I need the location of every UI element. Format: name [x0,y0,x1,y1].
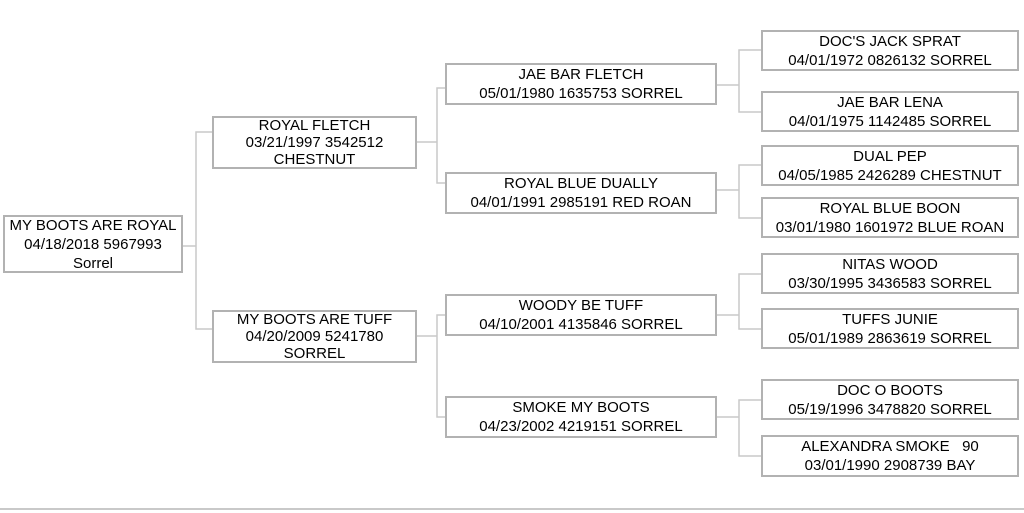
horse-name: WOODY BE TUFF [518,297,644,314]
horse-details: 03/01/1990 2908739 BAY [804,457,976,474]
horse-name: ALEXANDRA SMOKE 90 [801,438,979,455]
pedigree-node-royal-blue-dually: ROYAL BLUE DUALLY 04/01/1991 2985191 RED… [445,172,717,214]
horse-details: 05/19/1996 3478820 SORREL [788,400,992,418]
pedigree-node-smoke-my-boots: SMOKE MY BOOTS 04/23/2002 4219151 SORREL [445,396,717,438]
horse-color: CHESTNUT [273,151,356,169]
horse-name: ROYAL FLETCH [258,116,371,134]
pedigree-node-nitas-wood: NITAS WOOD 03/30/1995 3436583 SORREL [761,253,1019,294]
horse-details: 04/01/1991 2985191 RED ROAN [470,194,692,211]
horse-name: SMOKE MY BOOTS [512,399,650,416]
connector-royal-blue-dually-parents [717,164,761,219]
horse-details: 04/01/1975 1142485 SORREL [788,112,992,130]
pedigree-node-tuffs-junie: TUFFS JUNIE 05/01/1989 2863619 SORREL [761,308,1019,349]
pedigree-node-jae-bar-fletch: JAE BAR FLETCH 05/01/1980 1635753 SORREL [445,63,717,105]
horse-name: NITAS WOOD [842,255,938,273]
horse-details: 04/18/2018 5967993 [24,235,162,253]
horse-name: JAE BAR LENA [837,93,943,111]
pedigree-node-doc-o-boots: DOC O BOOTS 05/19/1996 3478820 SORREL [761,379,1019,420]
horse-name: MY BOOTS ARE ROYAL [9,216,177,234]
connector-dam-parents [417,314,445,418]
pedigree-node-docs-jack-sprat: DOC'S JACK SPRAT 04/01/1972 0826132 SORR… [761,30,1019,71]
horse-details: 03/01/1980 1601972 BLUE ROAN [775,218,1005,236]
pedigree-node-alexandra-smoke-90: ALEXANDRA SMOKE 90 03/01/1990 2908739 BA… [761,435,1019,477]
horse-color: SORREL [283,345,346,363]
pedigree-node-royal-blue-boon: ROYAL BLUE BOON 03/01/1980 1601972 BLUE … [761,197,1019,238]
pedigree-node-dual-pep: DUAL PEP 04/05/1985 2426289 CHESTNUT [761,145,1019,186]
horse-details: 04/01/1972 0826132 SORREL [788,51,992,69]
connector-subject-parents [183,131,212,330]
horse-name: TUFFS JUNIE [842,310,938,328]
bottom-divider-line [0,508,1024,510]
connector-sire-parents [417,87,445,184]
horse-details: 04/23/2002 4219151 SORREL [479,418,683,435]
horse-details: 05/01/1989 2863619 SORREL [788,329,992,347]
pedigree-node-jae-bar-lena: JAE BAR LENA 04/01/1975 1142485 SORREL [761,91,1019,132]
pedigree-node-my-boots-are-royal: MY BOOTS ARE ROYAL 04/18/2018 5967993 So… [3,215,183,273]
horse-details: 04/20/2009 5241780 [245,327,384,345]
horse-name: MY BOOTS ARE TUFF [236,310,393,328]
horse-details: 03/30/1995 3436583 SORREL [788,274,992,292]
pedigree-node-my-boots-are-tuff: MY BOOTS ARE TUFF 04/20/2009 5241780 SOR… [212,310,417,363]
horse-name: ROYAL BLUE DUALLY [504,175,658,192]
horse-details: 04/05/1985 2426289 CHESTNUT [778,166,1002,184]
pedigree-node-woody-be-tuff: WOODY BE TUFF 04/10/2001 4135846 SORREL [445,294,717,336]
horse-details: 04/10/2001 4135846 SORREL [479,316,683,333]
horse-name: DUAL PEP [853,147,927,165]
horse-color: Sorrel [72,254,113,272]
pedigree-node-royal-fletch: ROYAL FLETCH 03/21/1997 3542512 CHESTNUT [212,116,417,169]
connector-woody-be-tuff-parents [717,273,761,330]
horse-details: 03/21/1997 3542512 [245,133,384,151]
horse-name: ROYAL BLUE BOON [819,199,961,217]
horse-details: 05/01/1980 1635753 SORREL [479,85,683,102]
connector-jae-bar-fletch-parents [717,49,761,113]
horse-name: DOC'S JACK SPRAT [819,32,961,50]
horse-name: JAE BAR FLETCH [518,66,644,83]
connector-smoke-my-boots-parents [717,399,761,457]
horse-name: DOC O BOOTS [837,381,943,399]
